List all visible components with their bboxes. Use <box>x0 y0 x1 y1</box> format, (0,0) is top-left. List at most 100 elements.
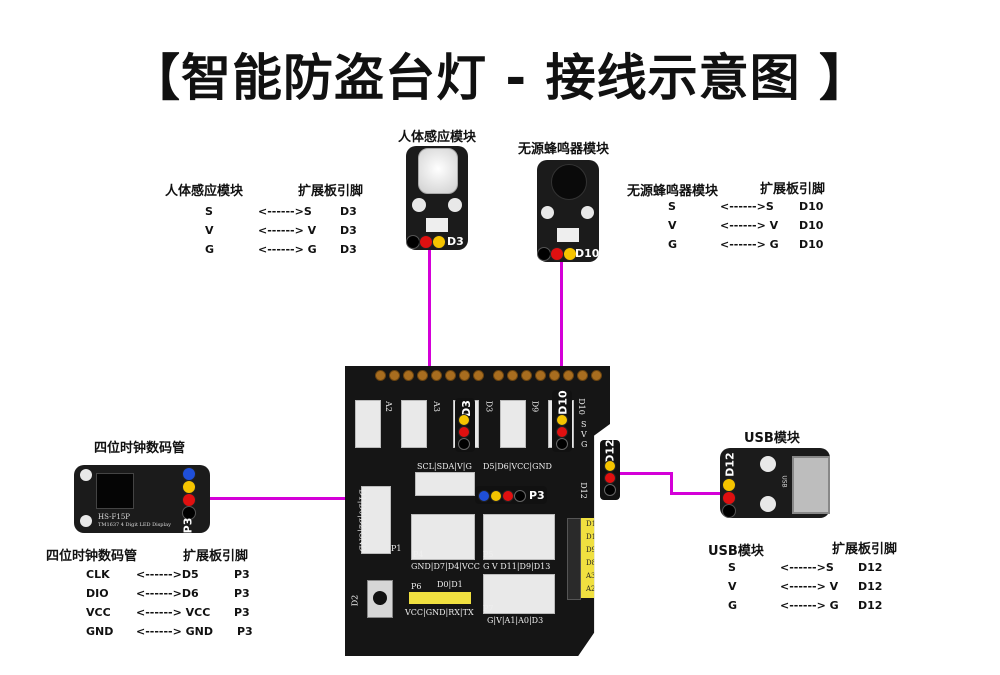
display-table-header-pin: 扩展板引脚 <box>183 549 249 564</box>
usb-row-board: D12 <box>858 599 883 612</box>
pir-row-pin: G <box>205 243 215 256</box>
buzzer-pin-black <box>537 247 551 261</box>
usb-row-pin: V <box>728 580 737 593</box>
board-p3-pin-yellow <box>490 490 502 502</box>
pir-table-header-pin: 扩展板引脚 <box>298 184 364 199</box>
usb-row-pin: G <box>728 599 738 612</box>
header-hole <box>507 370 518 381</box>
header-hole <box>459 370 470 381</box>
usb-pin-black <box>722 504 736 518</box>
display-chip <box>96 473 134 509</box>
header-hole <box>591 370 602 381</box>
buzzer-speaker <box>551 164 587 200</box>
usb-row-arrow: <------> V <box>780 580 839 593</box>
reset-button-cap <box>373 591 387 605</box>
pir-pin-yellow <box>432 235 446 249</box>
usb-row-board: D12 <box>858 561 883 574</box>
label-p1: P1 <box>391 544 402 553</box>
buzzer-row-arrow: <------> G <box>720 238 779 251</box>
label-p4-row: GND|D7|D4|VCC <box>411 562 480 571</box>
board-p3-pin-blue <box>478 490 490 502</box>
pir-mount-hole <box>448 198 462 212</box>
buzzer-pin-red <box>550 247 564 261</box>
display-table-header-module: 四位时钟数码管 <box>46 549 138 564</box>
buzzer-module-label: 无源蜂鸣器模块 <box>518 142 610 157</box>
label-p5: P5 <box>483 550 494 559</box>
usb-row-pin: S <box>728 561 736 574</box>
buzzer-row-arrow: <------> V <box>720 219 779 232</box>
header-hole <box>445 370 456 381</box>
right-pin-label: A2 <box>586 585 596 593</box>
pir-pin-red <box>419 235 433 249</box>
buzzer-row-pin: S <box>668 200 676 213</box>
header-hole <box>521 370 532 381</box>
label-left: D1|D0|D2|GND <box>357 489 367 552</box>
display-row-pin: DIO <box>86 587 109 600</box>
display-row-board: P3 <box>234 587 250 600</box>
pir-row-pin: S <box>205 205 213 218</box>
usb-row-board: D12 <box>858 580 883 593</box>
usb-table-header-pin: 扩展板引脚 <box>832 542 898 557</box>
port-label-d12: D12 <box>578 482 588 499</box>
header-hole <box>375 370 386 381</box>
board-d10-tag: D10 <box>556 390 570 415</box>
display-pin-black <box>182 506 196 520</box>
display-row-arrow: <------>D5 <box>136 568 199 581</box>
header-hole <box>417 370 428 381</box>
display-row-board: P3 <box>234 606 250 619</box>
usb-mount-hole <box>760 456 776 472</box>
pir-row-board: D3 <box>340 205 357 218</box>
pin-label-s: S <box>581 420 587 429</box>
connector-p5 <box>483 514 555 560</box>
board-d12-pin-black <box>604 484 616 496</box>
usb-table-header-module: USB模块 <box>708 544 764 559</box>
buzzer-connector <box>557 228 579 242</box>
pir-module: D3 <box>406 146 468 250</box>
expansion-board: A2 A3 D3 D9 D10 D3 D10 S V G D12 SCL|SDA… <box>345 366 610 656</box>
display-pin-yellow <box>182 480 196 494</box>
board-d3-pin-black <box>458 438 470 450</box>
buzzer-row-pin: G <box>668 238 678 251</box>
pir-row-arrow: <------> G <box>258 243 317 256</box>
header-hole <box>563 370 574 381</box>
pin-header-black <box>567 518 581 600</box>
buzzer-pin-yellow <box>563 247 577 261</box>
usb-port <box>792 456 830 514</box>
label-p7: P7 <box>483 604 494 613</box>
display-mount-hole <box>80 469 92 481</box>
right-pin-label: D8 <box>586 559 597 567</box>
board-p3-pin-red <box>502 490 514 502</box>
connector-p4 <box>411 514 475 560</box>
port-label-d9: D9 <box>530 400 540 413</box>
label-p5-row: G V D11|D9|D13 <box>483 562 551 571</box>
buzzer-port-tag: D10 <box>575 247 600 260</box>
right-pin-label: D11 <box>586 533 601 541</box>
port-label-d10: D10 <box>576 398 586 415</box>
connector-d9 <box>500 400 526 448</box>
pir-module-label: 人体感应模块 <box>398 130 477 145</box>
display-pcb-text: HS-F15P <box>98 513 130 521</box>
usb-port-tag: D12 <box>723 452 737 477</box>
reset-button[interactable] <box>367 580 393 618</box>
buzzer-table-header-pin: 扩展板引脚 <box>760 182 826 197</box>
display-mount-hole <box>80 515 92 527</box>
pin-label-g: G <box>581 440 588 449</box>
usb-pin-red <box>722 491 736 505</box>
board-d10-pin-red <box>556 426 568 438</box>
buzzer-row-board: D10 <box>799 238 824 251</box>
port-label-a2: A2 <box>383 401 393 412</box>
port-label-d3: D3 <box>484 400 494 413</box>
label-scl-row: SCL|SDA|V|G <box>417 462 472 471</box>
port-label-a3: A3 <box>431 401 441 412</box>
header-hole <box>389 370 400 381</box>
right-pin-label: D9 <box>586 546 597 554</box>
pir-connector <box>426 218 448 232</box>
display-row-pin: GND <box>86 625 114 638</box>
wire-usb <box>613 472 673 475</box>
header-hole <box>431 370 442 381</box>
buzzer-row-board: D10 <box>799 200 824 213</box>
wire-usb <box>670 472 673 494</box>
display-row-board: P3 <box>234 568 250 581</box>
board-d12-pin-red <box>604 472 616 484</box>
usb-row-arrow: <------> G <box>780 599 839 612</box>
